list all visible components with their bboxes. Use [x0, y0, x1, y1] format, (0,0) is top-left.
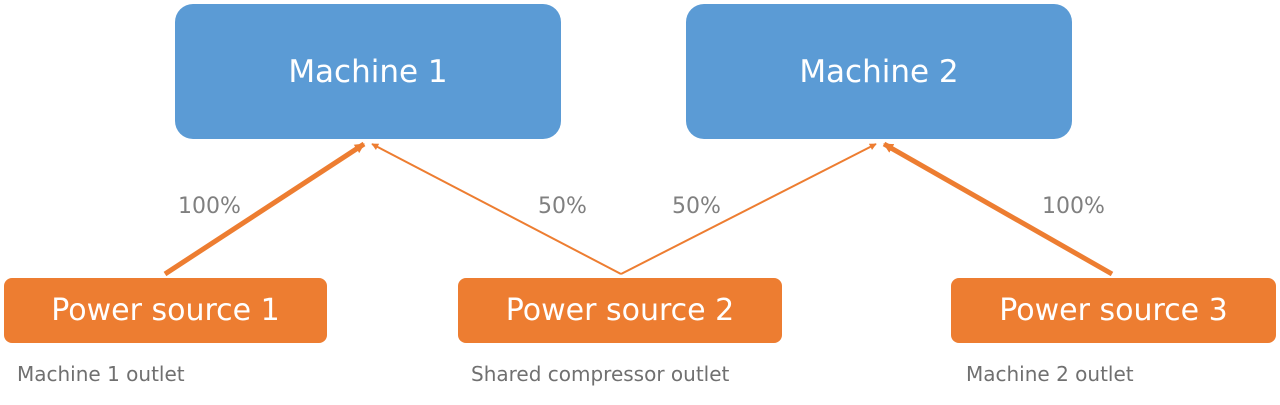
- power-source-1-box: Power source 1: [4, 278, 327, 343]
- share-label-source2-machine1: 50%: [538, 194, 587, 219]
- power-source-2-box: Power source 2: [458, 278, 782, 343]
- share-label-source1-machine1: 100%: [178, 194, 241, 219]
- power-source-3-box: Power source 3: [951, 278, 1276, 343]
- power-source-3-label: Power source 3: [999, 293, 1228, 328]
- arrow-source2-to-machine2: [620, 143, 877, 275]
- power-source-1-caption: Machine 1 outlet: [17, 362, 185, 386]
- power-source-2-caption: Shared compressor outlet: [471, 362, 730, 386]
- machine-2-label: Machine 2: [799, 53, 959, 90]
- machine-1-box: Machine 1: [175, 4, 561, 139]
- power-source-2-label: Power source 2: [505, 293, 735, 328]
- arrow-source3-to-machine2: [882, 141, 1114, 277]
- arrow-source2-to-machine1: [371, 143, 622, 275]
- power-source-3-caption: Machine 2 outlet: [966, 362, 1134, 386]
- machine-2-box: Machine 2: [686, 4, 1072, 139]
- arrow-source1-to-machine1: [163, 141, 366, 277]
- share-label-source3-machine2: 100%: [1042, 194, 1105, 219]
- machine-1-label: Machine 1: [288, 53, 448, 90]
- power-source-1-label: Power source 1: [51, 293, 280, 328]
- share-label-source2-machine2: 50%: [672, 194, 721, 219]
